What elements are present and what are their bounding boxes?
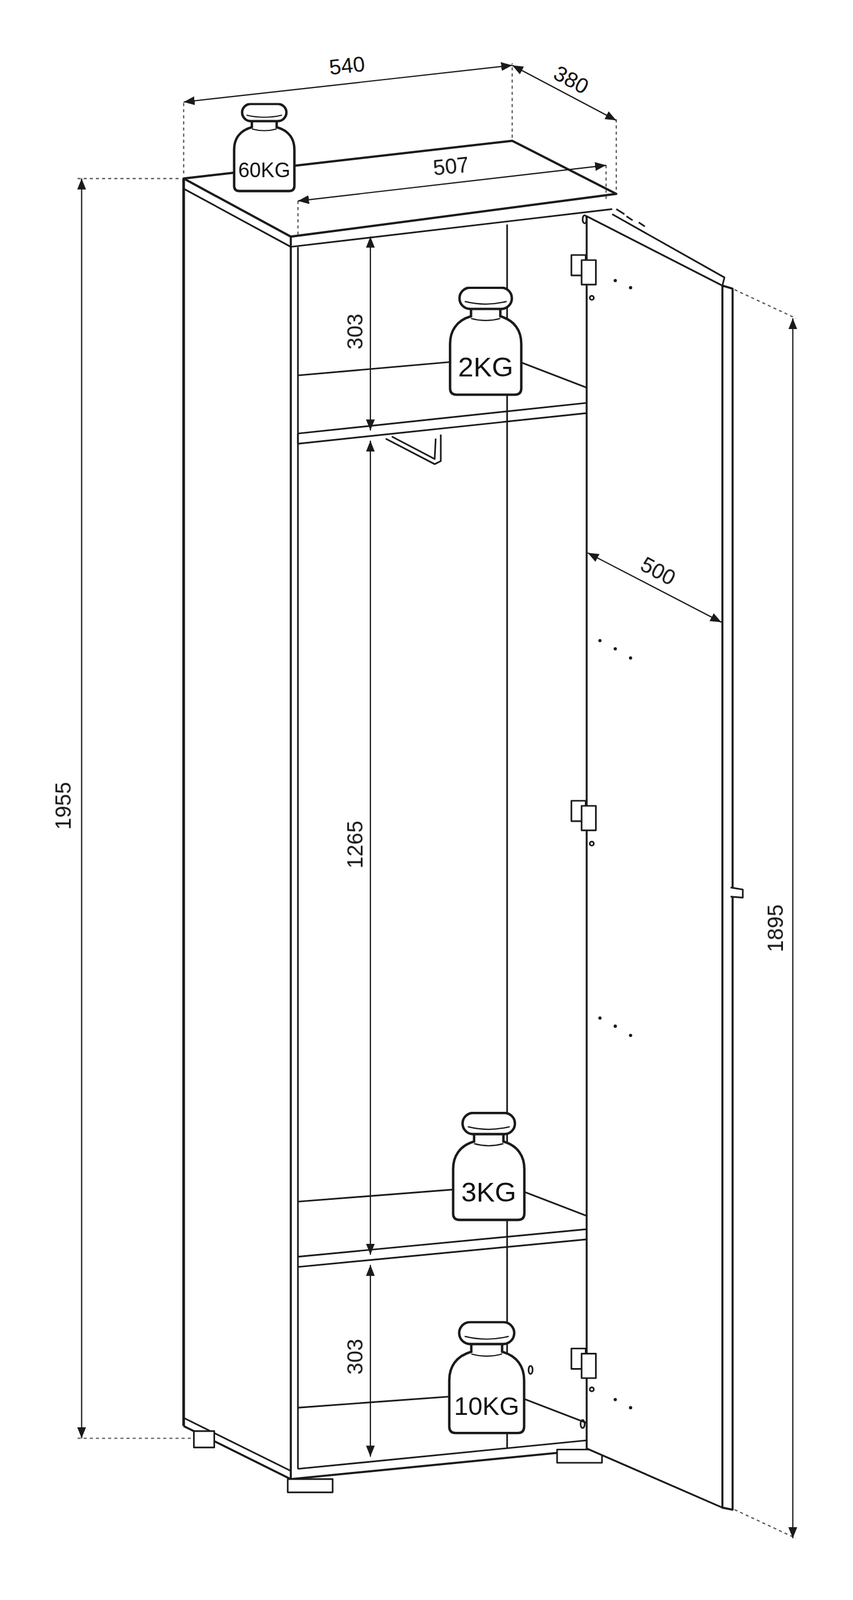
dimension-label: 303: [343, 311, 367, 352]
dimension-label: 507: [430, 152, 473, 181]
dimension-label: 1895: [763, 902, 788, 955]
dimension-label: 303: [343, 1337, 367, 1378]
weight-icon: 2KG: [445, 286, 526, 397]
dimension-label: 1265: [343, 819, 367, 872]
weight-label: 2KG: [458, 353, 514, 382]
weight-label: 60KG: [238, 160, 291, 181]
weight-icon: 10KG: [444, 1321, 529, 1436]
weight-label: 3KG: [461, 1179, 517, 1207]
weight-label: 10KG: [453, 1393, 520, 1420]
weight-icon: 3KG: [448, 1112, 529, 1223]
dimension-label: 1955: [51, 780, 76, 833]
dimension-lines: [77, 63, 796, 1539]
cabinet: [183, 140, 743, 1511]
weight-icon: 60KG: [230, 103, 298, 194]
dimension-label: 540: [325, 51, 369, 80]
dimension-label: 380: [548, 59, 595, 100]
